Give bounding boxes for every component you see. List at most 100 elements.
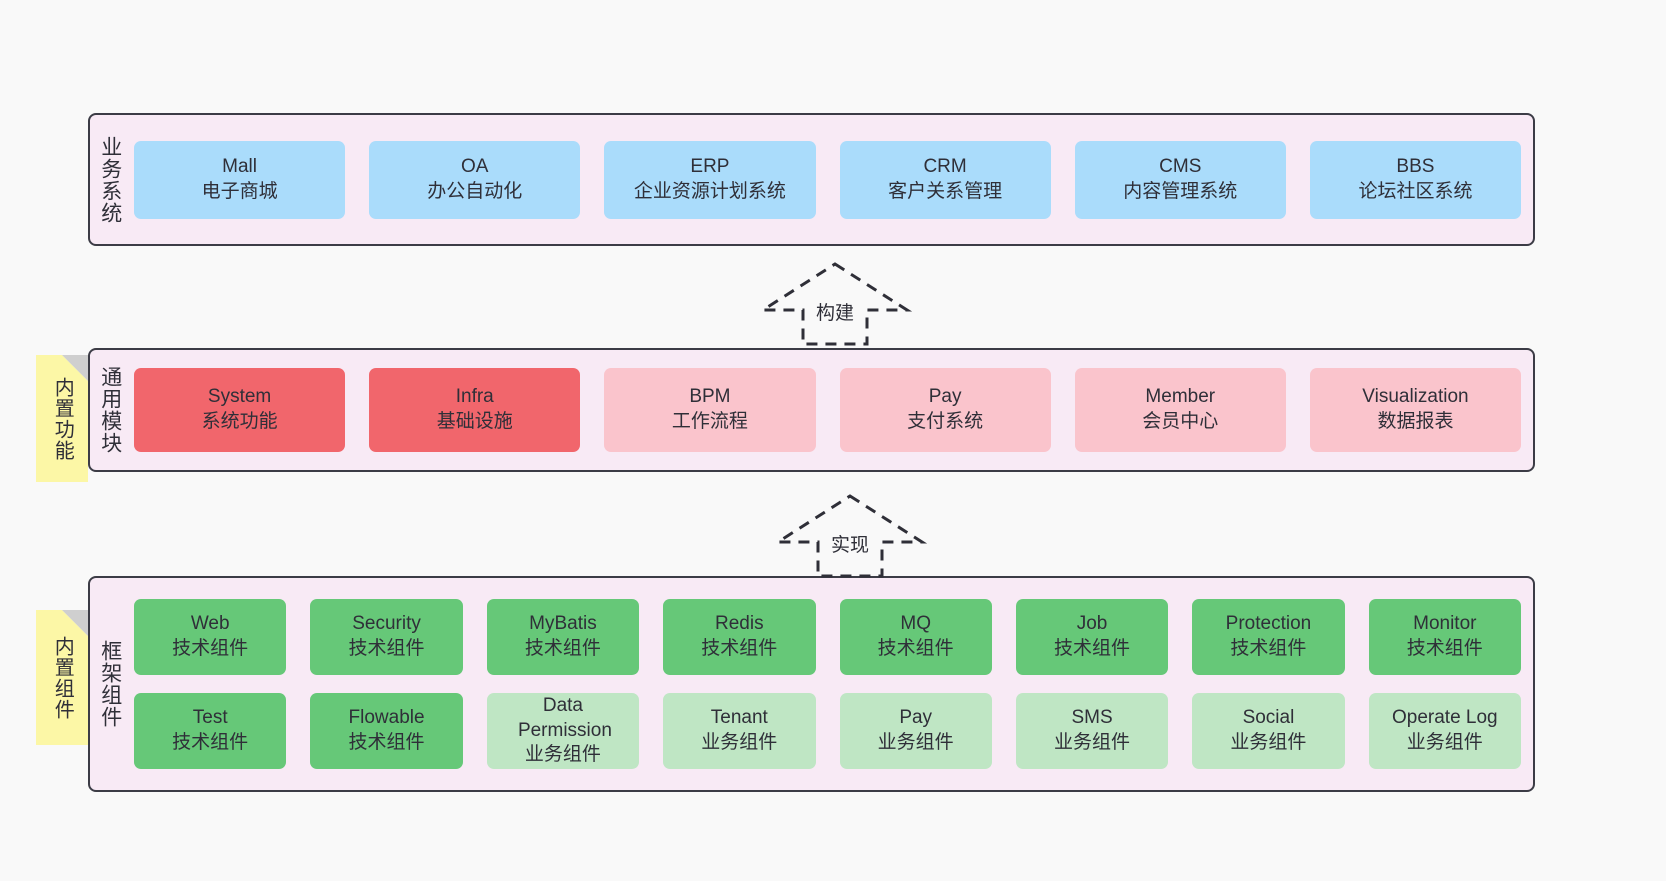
layer-title-business-systems: 业务系统 bbox=[98, 135, 122, 224]
card-tenant[interactable]: Tenant 业务组件 bbox=[663, 693, 816, 769]
card-subtitle: 业务组件 bbox=[1406, 732, 1483, 753]
card-social[interactable]: Social 业务组件 bbox=[1192, 693, 1345, 769]
card-data-permission[interactable]: Data Permission 业务组件 bbox=[486, 693, 640, 769]
card-subtitle: 技术组件 bbox=[1230, 638, 1307, 659]
card-visualization[interactable]: Visualization 数据报表 bbox=[1309, 368, 1522, 452]
card-row: System 系统功能 Infra 基础设施 BPM 工作流程 Pay 支付系统… bbox=[134, 368, 1522, 452]
card-monitor[interactable]: Monitor 技术组件 bbox=[1368, 599, 1521, 675]
layer-body-common-modules: System 系统功能 Infra 基础设施 BPM 工作流程 Pay 支付系统… bbox=[130, 350, 1533, 470]
card-subtitle: 技术组件 bbox=[701, 638, 778, 659]
card-subtitle: 技术组件 bbox=[524, 638, 601, 659]
card-title: ERP bbox=[690, 155, 730, 177]
card-subtitle: 数据报表 bbox=[1377, 411, 1454, 432]
card-infra[interactable]: Infra 基础设施 bbox=[369, 368, 581, 452]
card-erp[interactable]: ERP 企业资源计划系统 bbox=[604, 140, 816, 219]
card-title: Test bbox=[192, 707, 228, 729]
card-row: Web 技术组件 Security 技术组件 MyBatis 技术组件 Redi… bbox=[134, 599, 1521, 675]
card-web[interactable]: Web 技术组件 bbox=[134, 599, 287, 675]
layer-common-modules: 通用模块 System 系统功能 Infra 基础设施 BPM 工作流程 Pay… bbox=[88, 348, 1535, 472]
note-label: 内置功能 bbox=[51, 376, 74, 461]
card-subtitle: 论坛社区系统 bbox=[1358, 180, 1473, 202]
card-subtitle: 技术组件 bbox=[348, 638, 425, 659]
connector-label: 构建 bbox=[812, 298, 858, 325]
card-title: MQ bbox=[900, 613, 931, 635]
card-title: Flowable bbox=[348, 707, 425, 729]
card-title: System bbox=[207, 386, 272, 408]
dashed-arrow-up-icon bbox=[772, 494, 928, 578]
card-row: Test 技术组件 Flowable 技术组件 Data Permission … bbox=[134, 693, 1521, 769]
layer-body-framework-components: Web 技术组件 Security 技术组件 MyBatis 技术组件 Redi… bbox=[130, 578, 1533, 790]
card-subtitle: 业务组件 bbox=[1230, 732, 1307, 753]
card-flowable[interactable]: Flowable 技术组件 bbox=[310, 693, 463, 769]
card-mybatis[interactable]: MyBatis 技术组件 bbox=[486, 599, 640, 675]
card-title: Security bbox=[352, 613, 421, 635]
card-title: Monitor bbox=[1413, 613, 1477, 635]
card-pay-component[interactable]: Pay 业务组件 bbox=[839, 693, 992, 769]
card-subtitle: 工作流程 bbox=[671, 411, 748, 432]
card-title: Web bbox=[190, 613, 230, 635]
card-subtitle: 技术组件 bbox=[1406, 638, 1483, 659]
card-title: OA bbox=[461, 155, 489, 177]
card-title: Member bbox=[1145, 386, 1216, 408]
card-redis[interactable]: Redis 技术组件 bbox=[663, 599, 816, 675]
card-subtitle: 技术组件 bbox=[1054, 638, 1131, 659]
card-bbs[interactable]: BBS 论坛社区系统 bbox=[1309, 140, 1522, 219]
card-row: Mall 电子商城 OA 办公自动化 ERP 企业资源计划系统 CRM 客户关系… bbox=[134, 140, 1522, 219]
card-subtitle: 支付系统 bbox=[907, 411, 984, 432]
card-protection[interactable]: Protection 技术组件 bbox=[1192, 599, 1345, 675]
card-system[interactable]: System 系统功能 bbox=[134, 368, 346, 452]
card-subtitle: 技术组件 bbox=[877, 638, 954, 659]
layer-framework-components: 框架组件 Web 技术组件 Security 技术组件 MyBatis 技术组件… bbox=[88, 576, 1535, 792]
note-label: 内置组件 bbox=[51, 635, 74, 720]
card-sms[interactable]: SMS 业务组件 bbox=[1015, 693, 1169, 769]
connector-build: 构建 bbox=[755, 258, 915, 346]
connector-implement: 实现 bbox=[770, 490, 930, 578]
layer-body-business-systems: Mall 电子商城 OA 办公自动化 ERP 企业资源计划系统 CRM 客户关系… bbox=[130, 115, 1533, 244]
card-pay-module[interactable]: Pay 支付系统 bbox=[839, 368, 1051, 452]
card-security[interactable]: Security 技术组件 bbox=[310, 599, 463, 675]
card-mall[interactable]: Mall 电子商城 bbox=[134, 140, 346, 219]
card-subtitle: 业务组件 bbox=[877, 732, 954, 753]
note-fold-corner bbox=[62, 610, 88, 636]
dashed-arrow-up-icon bbox=[757, 262, 913, 346]
card-subtitle: 技术组件 bbox=[172, 638, 249, 659]
card-title: Infra bbox=[455, 386, 494, 408]
card-title: Social bbox=[1242, 707, 1295, 729]
card-subtitle: 会员中心 bbox=[1142, 411, 1219, 432]
card-title: Tenant bbox=[710, 707, 768, 729]
card-operate-log[interactable]: Operate Log 业务组件 bbox=[1368, 693, 1521, 769]
card-title: BBS bbox=[1396, 155, 1435, 177]
card-title: Pay bbox=[899, 707, 933, 729]
card-bpm[interactable]: BPM 工作流程 bbox=[604, 368, 816, 452]
card-subtitle: 内容管理系统 bbox=[1123, 180, 1238, 202]
card-member[interactable]: Member 会员中心 bbox=[1074, 368, 1286, 452]
card-cms[interactable]: CMS 内容管理系统 bbox=[1074, 140, 1286, 219]
card-job[interactable]: Job 技术组件 bbox=[1015, 599, 1169, 675]
card-title: Redis bbox=[715, 613, 764, 635]
card-subtitle: 电子商城 bbox=[201, 180, 278, 202]
card-title: MyBatis bbox=[529, 613, 597, 635]
card-subtitle: 系统功能 bbox=[201, 411, 278, 432]
card-subtitle: 业务组件 bbox=[701, 732, 778, 753]
note-fold-corner bbox=[62, 355, 88, 381]
card-title: Pay bbox=[928, 386, 962, 408]
card-test[interactable]: Test 技术组件 bbox=[134, 693, 287, 769]
card-oa[interactable]: OA 办公自动化 bbox=[369, 140, 581, 219]
card-subtitle: 业务组件 bbox=[1054, 732, 1131, 753]
card-mq[interactable]: MQ 技术组件 bbox=[839, 599, 992, 675]
card-crm[interactable]: CRM 客户关系管理 bbox=[839, 140, 1051, 219]
card-title: BPM bbox=[689, 386, 731, 408]
card-title: Protection bbox=[1225, 613, 1312, 635]
card-title: Job bbox=[1076, 613, 1108, 635]
card-subtitle: 技术组件 bbox=[172, 732, 249, 753]
card-title: Visualization bbox=[1362, 386, 1469, 408]
card-title: SMS bbox=[1071, 707, 1113, 729]
card-title: Mall bbox=[222, 155, 257, 177]
card-title: Data Permission bbox=[517, 694, 612, 741]
card-title: CMS bbox=[1159, 155, 1202, 177]
sticky-note-builtin-components: 内置组件 bbox=[36, 610, 88, 745]
card-subtitle: 办公自动化 bbox=[427, 180, 523, 202]
layer-title-framework-components: 框架组件 bbox=[98, 640, 122, 728]
card-title: CRM bbox=[923, 155, 967, 177]
card-title: Operate Log bbox=[1391, 707, 1498, 729]
